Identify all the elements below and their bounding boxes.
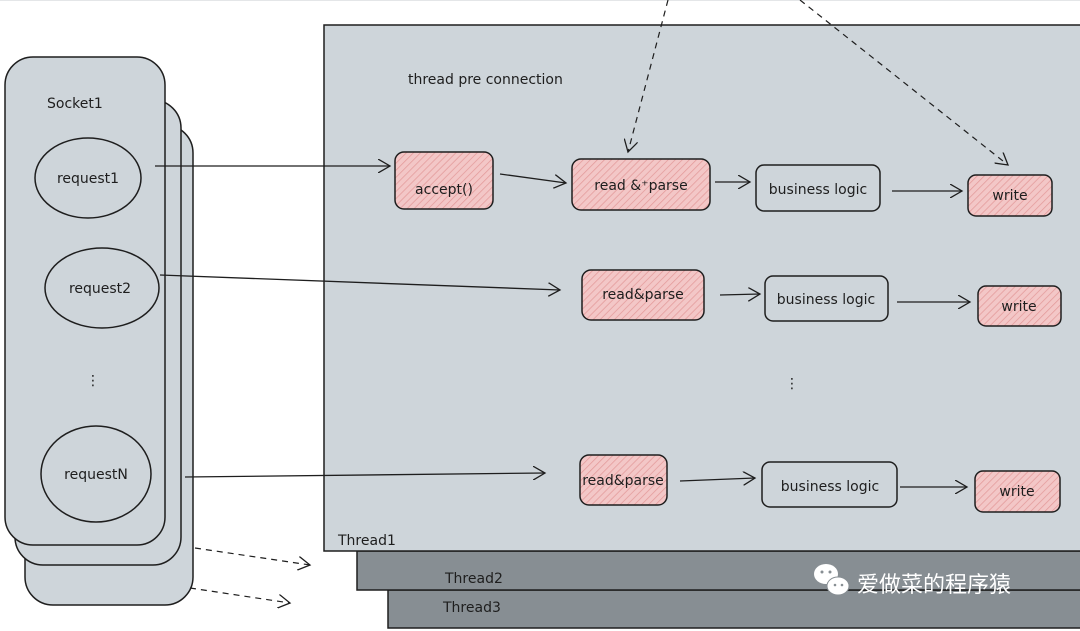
read-parse-step bbox=[579, 454, 668, 506]
accept-step-label: accept() bbox=[415, 182, 473, 198]
read-parse-step bbox=[581, 269, 705, 321]
requestN-node bbox=[40, 425, 152, 523]
accept-step bbox=[394, 151, 494, 210]
write-step-label: write bbox=[1001, 299, 1036, 315]
arrow-requestN-to-read bbox=[184, 473, 545, 477]
thread3-label: Thread3 bbox=[442, 600, 501, 616]
read-parse-step-label: read&parse bbox=[582, 473, 664, 489]
business-logic-step bbox=[764, 275, 889, 322]
arrow bbox=[499, 173, 566, 183]
thread1-label: Thread1 bbox=[337, 533, 396, 549]
request1-node bbox=[34, 137, 142, 219]
wechat-icon bbox=[814, 564, 850, 596]
dashed-arrow-to-thread2 bbox=[194, 547, 310, 565]
request2-node bbox=[44, 247, 160, 329]
arrow-request2-to-read bbox=[159, 274, 560, 290]
write-step-label: write bbox=[999, 484, 1034, 500]
request2-label: request2 bbox=[69, 281, 131, 297]
business-logic-step-label: business logic bbox=[769, 182, 867, 198]
socket-title: Socket1 bbox=[47, 96, 103, 112]
requestN-label: requestN bbox=[64, 467, 128, 483]
socket1-card bbox=[4, 56, 166, 546]
arrow bbox=[719, 294, 760, 295]
request1-label: request1 bbox=[57, 171, 119, 187]
arrow bbox=[679, 478, 755, 481]
read-parse-step-label: read &⁺parse bbox=[594, 178, 687, 194]
thread2-label: Thread2 bbox=[444, 571, 503, 587]
thread1-caption: thread pre connection bbox=[408, 72, 563, 88]
business-logic-step bbox=[761, 461, 898, 508]
dashed-arrow-to-read bbox=[628, 0, 669, 152]
write-step bbox=[967, 174, 1053, 217]
business-logic-step-label: business logic bbox=[777, 292, 875, 308]
business-logic-step-label: business logic bbox=[781, 479, 879, 495]
business-logic-step bbox=[755, 164, 881, 212]
socket-ellipsis: ⋮ bbox=[86, 373, 100, 389]
dashed-arrow-to-thread3 bbox=[189, 587, 290, 603]
read-parse-step-label: read&parse bbox=[602, 287, 684, 303]
thread1-panel bbox=[323, 24, 1080, 552]
write-step bbox=[977, 285, 1062, 327]
thread2-panel bbox=[356, 550, 1080, 591]
dashed-arrow-to-write bbox=[799, 0, 1008, 165]
rows-ellipsis: ⋮ bbox=[785, 376, 799, 392]
read-parse-step bbox=[571, 158, 711, 211]
write-step bbox=[974, 470, 1061, 513]
watermark-text: 爱做菜的程序猿 bbox=[857, 573, 1011, 598]
write-step-label: write bbox=[992, 188, 1027, 204]
